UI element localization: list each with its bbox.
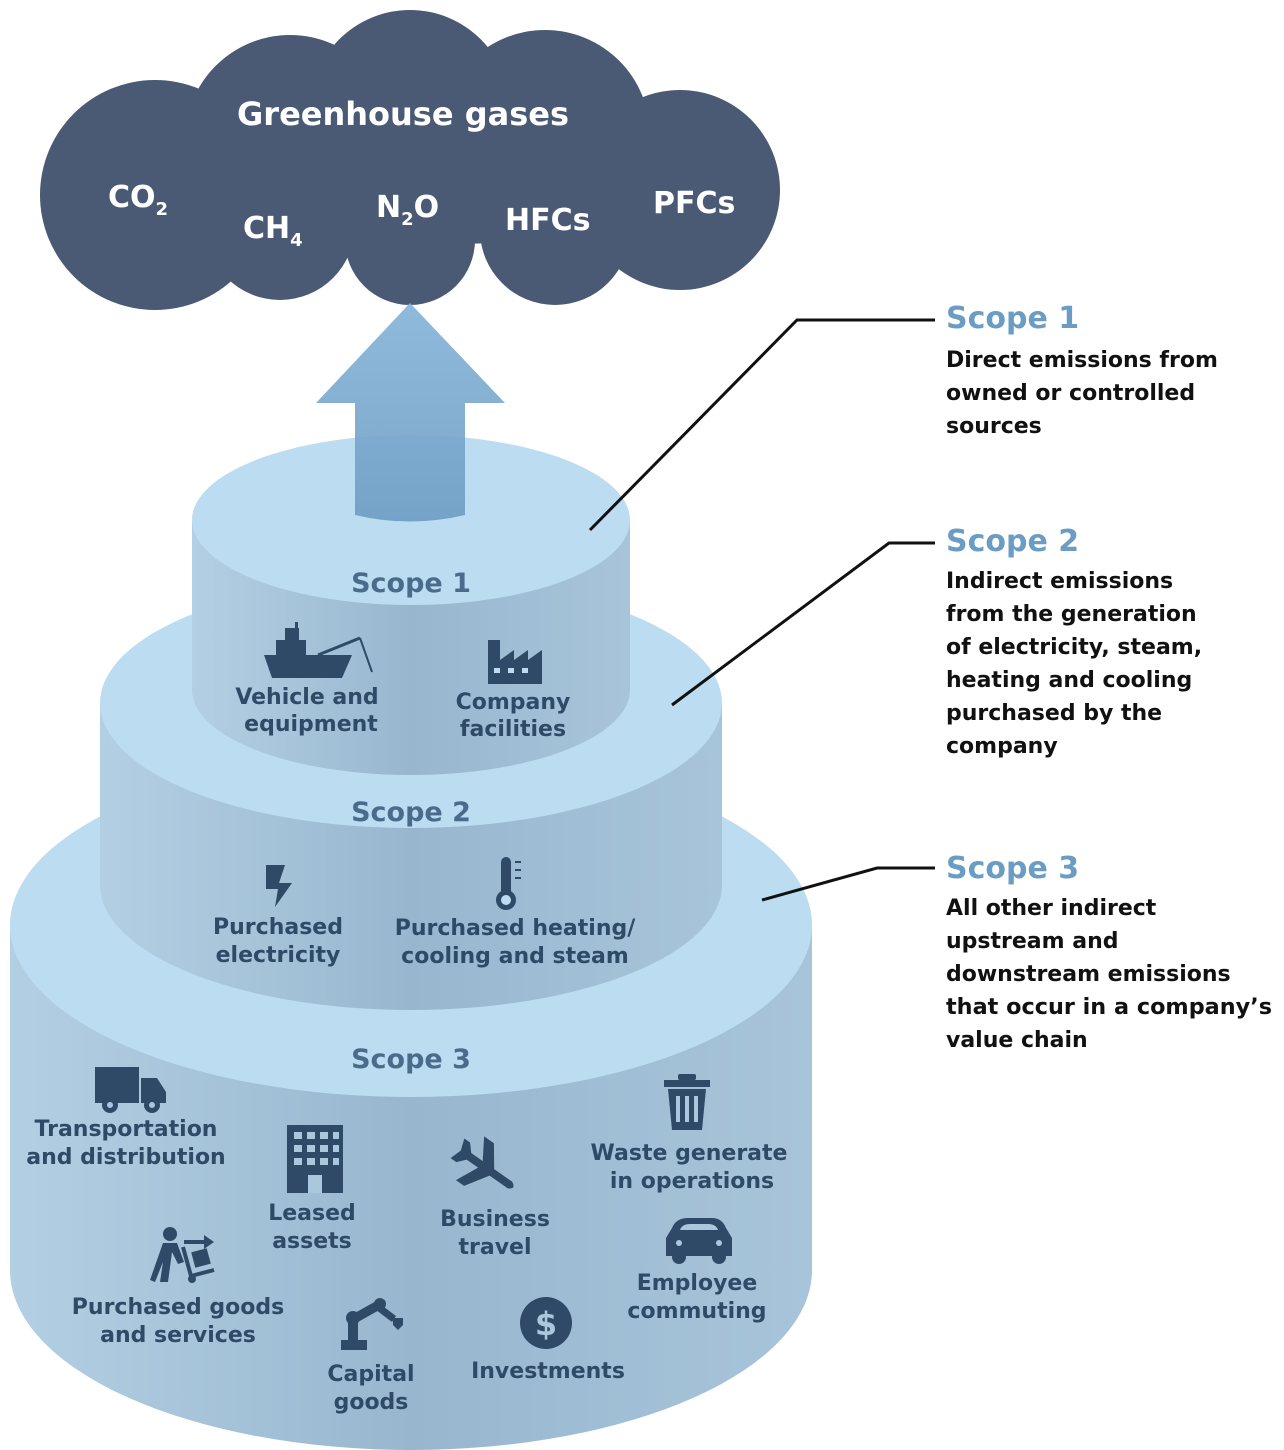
legend-scope1-line1: Direct emissions from — [946, 348, 1218, 373]
legend-connectors — [588, 318, 935, 902]
scope2-item-electricity-line1: Purchased — [213, 915, 343, 940]
legend-scope2-line6: company — [946, 734, 1058, 759]
gas-hfcs: HFCs — [505, 203, 590, 238]
gas-pfcs: PFCs — [653, 186, 735, 221]
scope3-item-waste-line1: Waste generate — [591, 1141, 788, 1166]
factory-icon — [488, 640, 542, 684]
scope3-connector — [761, 866, 935, 902]
scope3-item-travel-line2: travel — [458, 1235, 531, 1260]
scope1-item-vehicle-line2: equipment — [244, 712, 378, 737]
gas-ch4: CH4 — [243, 211, 303, 251]
legend-scope2: Scope 2 Indirect emissions from the gene… — [946, 524, 1202, 759]
scope3-item-capital-line2: goods — [334, 1390, 409, 1415]
legend-scope3-line3: downstream emissions — [946, 962, 1231, 987]
emissions-up-arrow — [316, 303, 505, 522]
airplane-icon — [450, 1136, 514, 1189]
legend-scope1: Scope 1 Direct emissions from owned or c… — [946, 301, 1218, 439]
scope1-item-facilities-line2: facilities — [460, 717, 566, 742]
legend-scope2-line5: purchased by the — [946, 701, 1162, 726]
legend-scope1-line3: sources — [946, 414, 1042, 439]
truck-icon — [95, 1067, 166, 1113]
legend-scope3-line2: upstream and — [946, 929, 1118, 954]
legend-scope2-line2: from the generation — [946, 602, 1197, 627]
ship-icon — [264, 622, 373, 678]
building-icon — [287, 1125, 343, 1193]
legend-scope1-line2: owned or controlled — [946, 381, 1195, 406]
scope2-item-heating-line1: Purchased heating/ — [395, 916, 637, 941]
scope3-title: Scope 3 — [351, 1044, 471, 1075]
scope2-title: Scope 2 — [351, 797, 471, 828]
scope3-item-commuting-line2: commuting — [627, 1299, 766, 1324]
trash-icon — [664, 1074, 710, 1130]
scope3-item-leased-line2: assets — [272, 1229, 352, 1254]
scope3-item-goods-line1: Purchased goods — [72, 1295, 284, 1320]
legend-scope3-line4: that occur in a company’s — [946, 995, 1272, 1020]
legend-scope2-line3: of electricity, steam, — [946, 635, 1202, 660]
lightning-icon — [266, 865, 292, 907]
scope1-item-vehicle-line1: Vehicle and — [235, 685, 378, 710]
dollar-icon: $ — [520, 1297, 572, 1349]
scope3-item-goods-line2: and services — [100, 1323, 256, 1348]
legend-scope1-heading: Scope 1 — [946, 301, 1079, 336]
scope2-connector — [671, 541, 935, 707]
hand-truck-icon — [150, 1227, 215, 1283]
scope3-item-travel-line1: Business — [440, 1207, 550, 1232]
scope3-item-transport-line1: Transportation — [35, 1117, 218, 1142]
legend-scope3-line5: value chain — [946, 1028, 1088, 1053]
legend-scope2-line4: heating and cooling — [946, 668, 1192, 693]
scope2-item-heating-line2: cooling and steam — [401, 944, 629, 969]
legend-scope2-heading: Scope 2 — [946, 524, 1079, 559]
gas-n2o: N2O — [376, 190, 439, 230]
scope3-item-transport-line2: and distribution — [26, 1145, 225, 1170]
scope1-item-facilities-line1: Company — [456, 690, 571, 715]
car-icon — [666, 1218, 732, 1264]
robot-arm-icon — [341, 1298, 403, 1350]
legend-scope3-heading: Scope 3 — [946, 851, 1079, 886]
scope3-item-commuting-line1: Employee — [637, 1271, 758, 1296]
scope2-item-electricity-line2: electricity — [216, 943, 341, 968]
svg-text:$: $ — [535, 1305, 557, 1343]
scope3-item-leased-line1: Leased — [268, 1201, 356, 1226]
scope1-connector — [588, 318, 935, 532]
legend-scope3-line1: All other indirect — [946, 896, 1157, 921]
scope3-item-investments-line1: Investments — [471, 1359, 625, 1384]
legend-scope3: Scope 3 All other indirect upstream and … — [946, 851, 1272, 1053]
legend-scope2-line1: Indirect emissions — [946, 569, 1173, 594]
thermometer-icon — [496, 857, 521, 910]
scope3-item-capital-line1: Capital — [327, 1362, 414, 1387]
scope1-title: Scope 1 — [351, 568, 471, 599]
gas-co2: CO2 — [108, 180, 168, 220]
scope3-item-waste-line2: in operations — [610, 1169, 774, 1194]
cloud-title: Greenhouse gases — [237, 95, 569, 133]
greenhouse-gas-cloud: Greenhouse gases CO2 CH4 N2O HFCs PFCs — [40, 10, 780, 310]
